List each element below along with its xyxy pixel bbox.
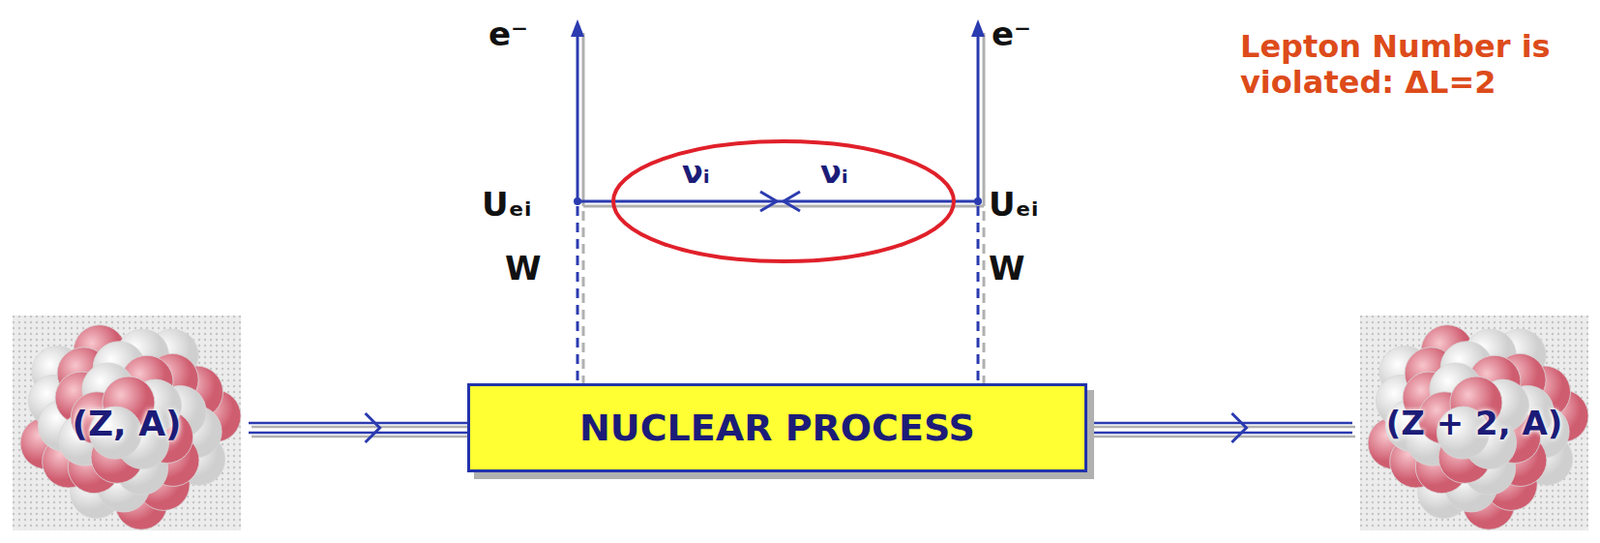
coupling-label: Uₑᵢ [481,185,532,224]
particle-label: νᵢ [681,154,711,191]
line-shadow [583,32,984,384]
vertex-dot [573,197,582,206]
vertex-dot [974,197,982,206]
arrowhead [570,19,585,37]
arrowhead [783,191,800,211]
reaction-arrow [248,413,471,443]
boson-label: W [504,249,542,288]
arrowhead [760,191,777,211]
boson-label: W [988,249,1026,288]
nucleus: (Z, A) [4,307,249,538]
particle-label: νᵢ [820,154,849,191]
highlight-ellipse [613,141,954,262]
coupling-label: Uₑᵢ [988,185,1038,224]
note: Lepton Number is violated: ΔL=2 [1240,29,1595,101]
reaction-arrow [1087,413,1356,443]
arrowhead [971,19,985,37]
node-label: (Z + 2, A) [1386,403,1564,443]
electron-line [577,32,978,202]
node-label: (Z, A) [71,403,181,444]
nucleus: (Z + 2, A) [1352,307,1597,538]
particle-label: e⁻ [991,15,1032,54]
particle-label: e⁻ [488,15,529,54]
node-label: NUCLEAR PROCESS [579,406,976,449]
process-box: NUCLEAR PROCESS [467,383,1088,473]
